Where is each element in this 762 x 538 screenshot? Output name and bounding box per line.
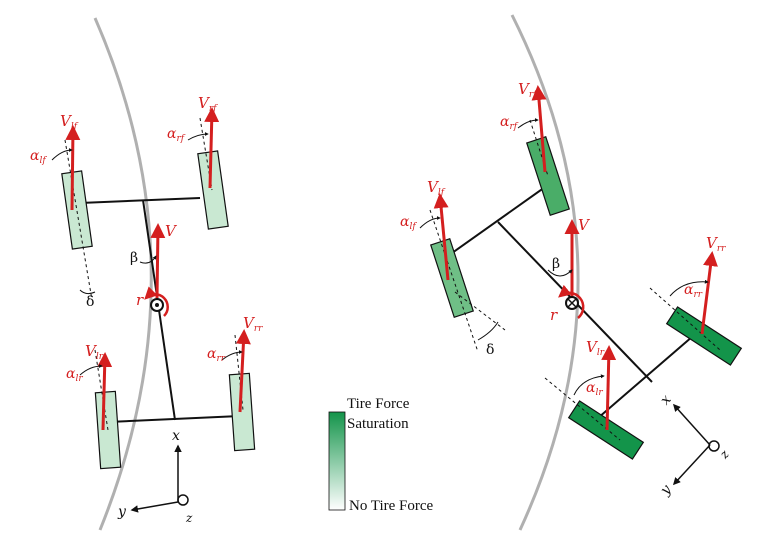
left-vel-rf-label: Vrf [198,94,218,114]
left-vel-lr-arrow [97,352,113,431]
left-vel-cg-label: V [165,222,178,240]
right-slip-arcs [419,118,709,396]
left-vel-rf-arrow [204,107,220,189]
right-delta-label: δ [486,342,494,358]
left-velocity-arrows [65,107,251,431]
right-axis-z-label: z [716,447,732,462]
legend-gradient-bar [328,411,346,511]
left-vel-cg-arrow [150,223,166,299]
left-tire-rf [197,150,229,230]
legend-top-line2: Saturation [347,416,409,432]
right-axis-y-label: y [657,481,676,499]
right-beta-label: β [552,256,560,272]
right-vel-rr-label: Vrr [706,234,726,254]
left-tire-lr [94,390,122,470]
left-alpha-lr-label: αlr [66,366,83,384]
right-vel-lr-arrow [601,345,617,431]
legend: Tire Force Saturation No Tire Force [328,396,434,514]
right-alpha-rf-label: αrf [500,114,519,132]
right-vel-rf-label: Vrf [518,80,538,100]
left-axis-y-label: y [117,504,127,520]
left-tire-lf [61,170,93,250]
left-slip-arcs [51,132,243,376]
right-vel-cg-label: V [578,216,591,234]
right-alpha-lr-label: αlr [586,380,603,398]
left-vel-lf-label: Vlf [60,112,79,132]
right-velocity-arrows [433,85,718,431]
right-vel-lr-label: Vlr [586,338,605,358]
right-tire-lf [429,238,475,318]
left-vel-rr-label: Vrr [243,314,263,334]
right-axes [672,403,720,486]
left-beta-label: β [130,250,138,266]
left-alpha-rr-label: αrr [207,346,226,364]
right-vehicle-diagram: Vlf Vrf V Vlr Vrr αlf αrf αlr αrr β r δ … [400,14,743,531]
left-axes [130,444,189,513]
right-tire-heading-lines [429,119,721,441]
legend-bottom-label: No Tire Force [349,498,434,514]
left-alpha-lf-label: αlf [30,148,47,166]
right-alpha-lf-label: αlf [400,214,417,232]
left-yaw-rate-arc [144,286,169,317]
left-delta-label: δ [86,294,94,310]
right-yaw-rate-label: r [550,306,558,324]
left-vel-lr-label: Vlr [85,342,104,362]
right-axis-x-label: x [657,392,674,408]
legend-top-line1: Tire Force [347,396,410,412]
left-alpha-rf-label: αrf [167,126,186,144]
right-tire-lr [567,400,645,460]
right-vel-rf-arrow [531,85,547,173]
left-vehicle-diagram: Vlf Vrf V Vlr Vrr αlf αrf αlr αrr β r δ … [30,17,263,531]
right-vel-rr-arrow [700,251,718,335]
left-vel-rr-arrow [235,329,251,413]
left-tire-rr [228,372,256,452]
right-vel-lf-arrow [433,193,450,281]
left-vel-lf-arrow [65,125,81,211]
left-axis-z-label: z [185,511,193,525]
left-axis-x-label: x [172,428,180,444]
left-road-curve [93,17,153,531]
left-yaw-rate-label: r [136,291,144,309]
right-vel-lf-label: Vlf [427,178,446,198]
right-yaw-rate-arc [558,284,585,319]
right-alpha-rr-label: αrr [684,282,703,300]
